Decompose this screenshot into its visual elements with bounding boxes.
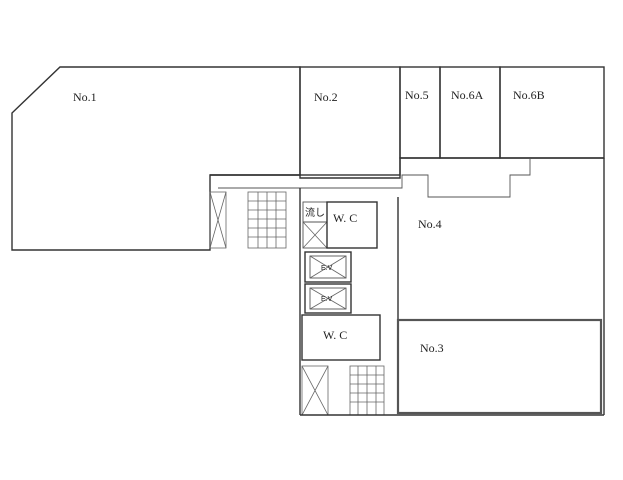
room-no1-outline bbox=[11, 66, 301, 251]
room-no2-label: No.2 bbox=[314, 90, 338, 104]
wc-lower-label: W. C bbox=[323, 328, 347, 342]
elevator-upper-cross-b bbox=[309, 255, 347, 279]
room-no6b-label: No.6B bbox=[513, 88, 545, 102]
wc-lower-outline bbox=[301, 314, 381, 361]
elevator-upper-label: E.V bbox=[321, 265, 333, 272]
corridor-inner-wall bbox=[218, 158, 531, 198]
room-no6a-label: No.6A bbox=[451, 88, 484, 102]
elevator-lower-shaft bbox=[304, 283, 352, 314]
room-no3-label: No.3 bbox=[420, 341, 444, 355]
corridor-top-wall bbox=[210, 157, 604, 179]
room-no3-outline bbox=[396, 318, 603, 415]
room-no6b[interactable]: No.6B bbox=[499, 66, 605, 159]
sink-label: 流し bbox=[305, 206, 325, 219]
wc-lower[interactable]: W. C bbox=[301, 314, 381, 361]
sink-cross-b bbox=[302, 221, 328, 249]
stairs-upper bbox=[209, 191, 287, 249]
wc-upper[interactable]: W. C bbox=[326, 201, 378, 249]
room-no2-outline bbox=[299, 66, 401, 176]
elevator-lower-car bbox=[309, 287, 347, 310]
room-no5[interactable]: No.5 bbox=[399, 66, 441, 159]
room-no6a-outline bbox=[439, 66, 501, 159]
room-no6a[interactable]: No.6A bbox=[439, 66, 501, 159]
room-no6b-outline bbox=[499, 66, 605, 159]
elevator-lower[interactable]: E.V bbox=[304, 283, 352, 314]
stairs-lower bbox=[300, 365, 604, 416]
elevator-upper-car bbox=[309, 255, 347, 279]
wc-upper-outline bbox=[326, 201, 378, 249]
corridor bbox=[210, 157, 604, 415]
elevator-lower-cross-b bbox=[309, 287, 347, 310]
stairs-lower-cross-b bbox=[301, 365, 329, 416]
elevator-upper-shaft bbox=[304, 251, 352, 283]
elevator-lower-label: E.V bbox=[321, 296, 333, 303]
room-no3[interactable]: No.3 bbox=[396, 318, 603, 415]
room-no1[interactable]: No.1 bbox=[11, 66, 301, 251]
room-no1-label: No.1 bbox=[73, 90, 97, 104]
stairs-upper-landing bbox=[209, 191, 227, 249]
room-no4-label: No.4 bbox=[418, 217, 442, 231]
room-no4[interactable]: No.4 bbox=[397, 158, 605, 415]
stairs-upper-cross-b bbox=[209, 191, 227, 249]
room-no5-outline bbox=[399, 66, 441, 159]
wc-upper-label: W. C bbox=[333, 211, 357, 225]
sink-room[interactable]: 流し bbox=[302, 201, 328, 249]
room-no2[interactable]: No.2 bbox=[299, 66, 401, 176]
room-no5-label: No.5 bbox=[405, 88, 429, 102]
elevator-upper[interactable]: E.V bbox=[304, 251, 352, 283]
